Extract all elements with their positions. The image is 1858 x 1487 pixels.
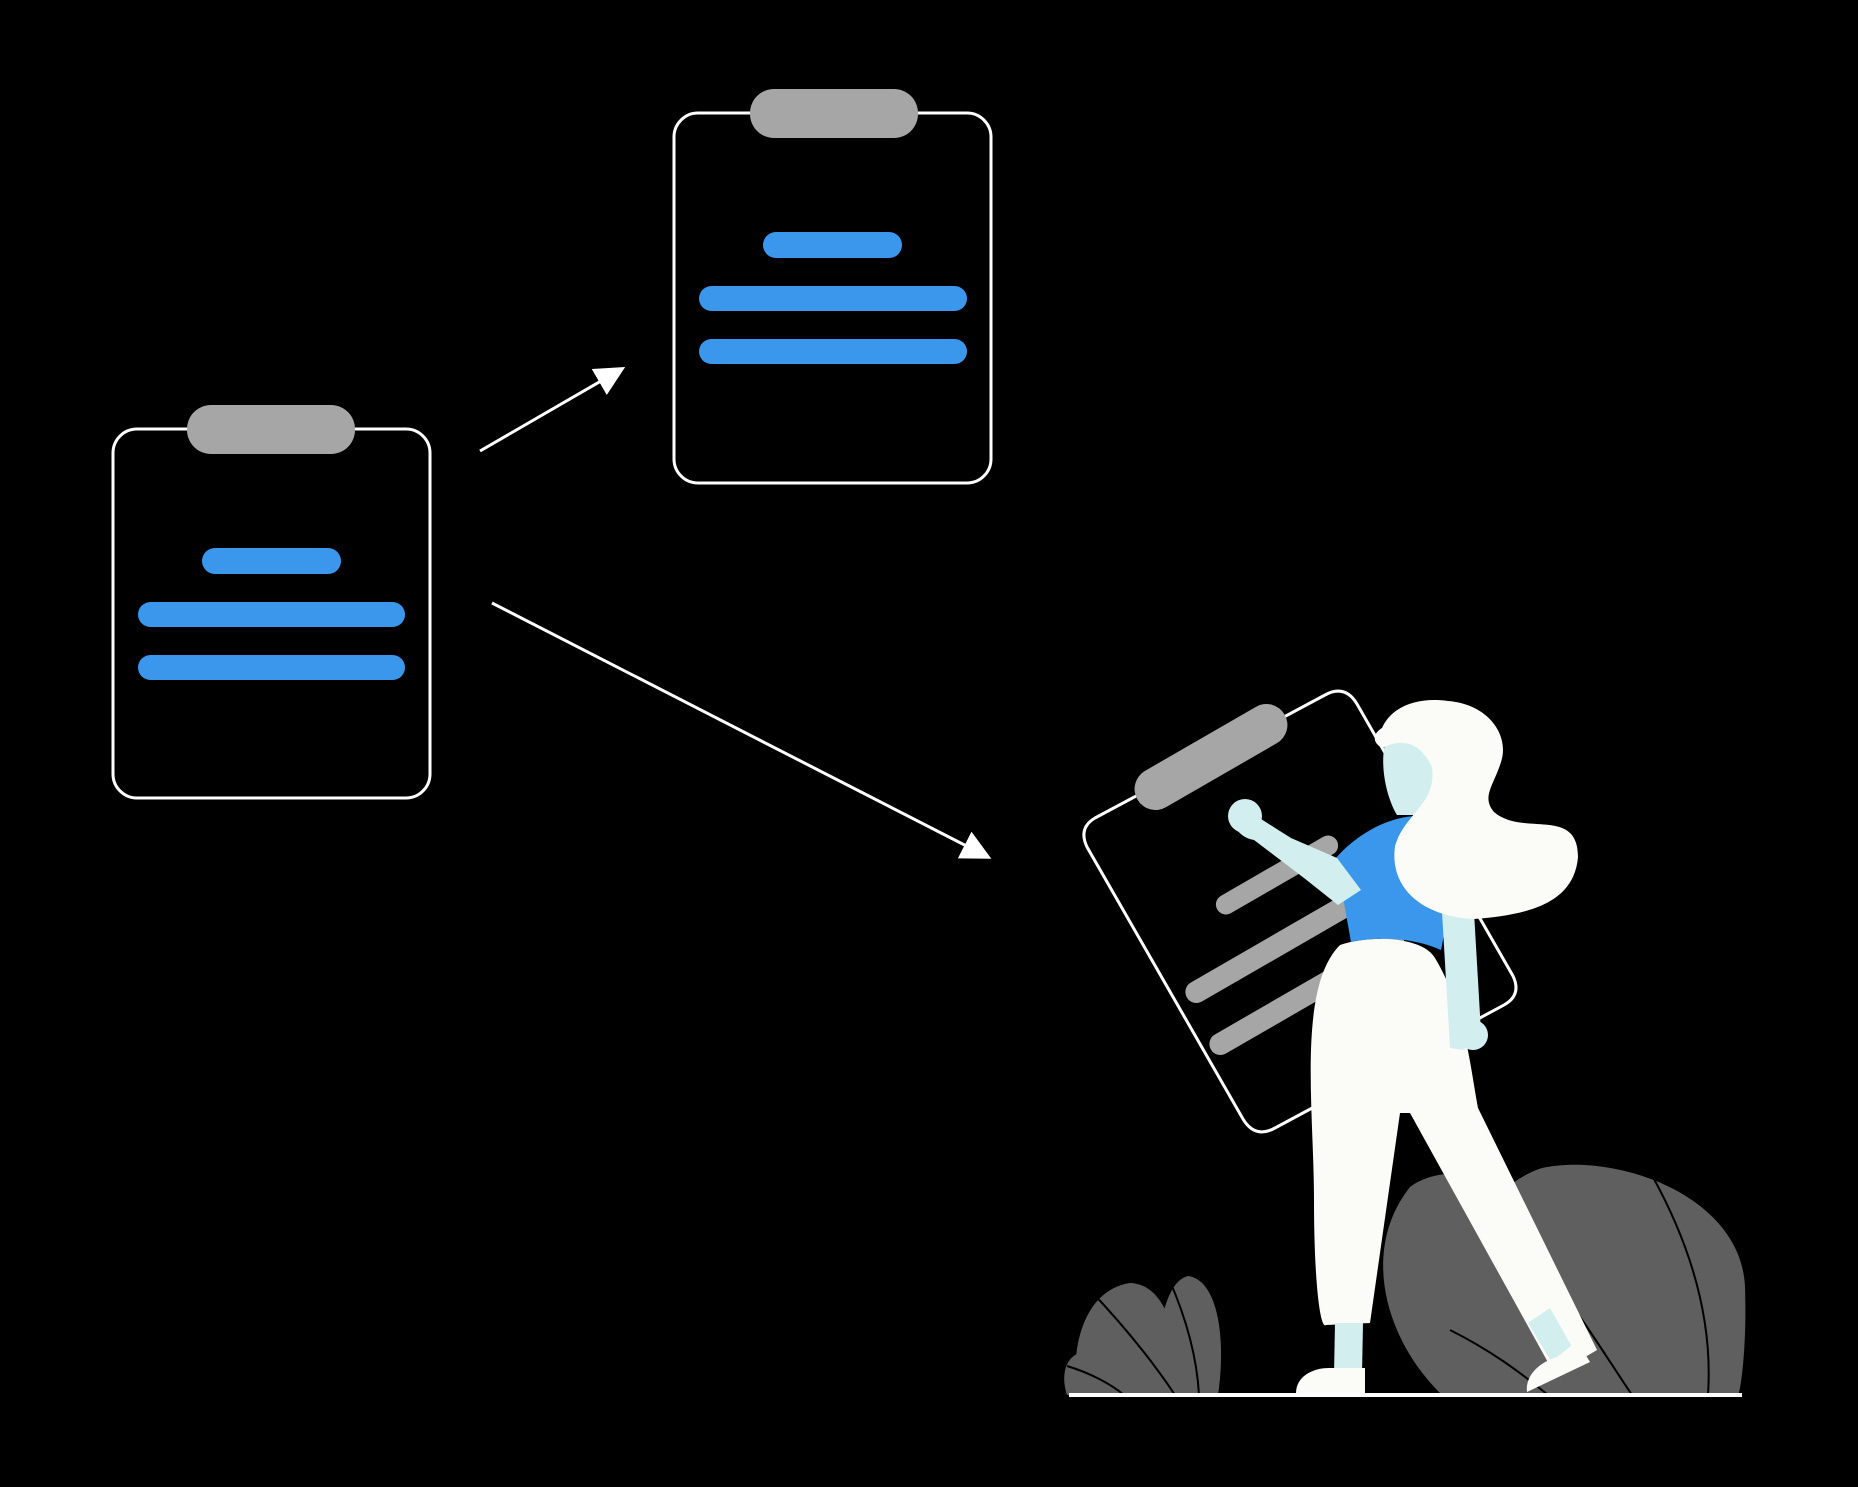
- source-clipboard-clip-icon: [187, 405, 355, 454]
- arrow-icon-up: [479, 366, 626, 453]
- person-lowered-hand: [1458, 1020, 1488, 1050]
- person-pants: [1310, 938, 1597, 1375]
- person-hair: [1374, 700, 1578, 919]
- source-clipboard: [111, 405, 432, 800]
- tilted-clipboard-clip-icon: [1134, 704, 1288, 810]
- person-left-shoe: [1296, 1368, 1365, 1393]
- plant-icon-left: [1064, 1276, 1222, 1396]
- arrow-icon-down: [491, 601, 992, 859]
- person-lowered-arm: [1442, 912, 1481, 1050]
- person-raised-arm: [1231, 807, 1361, 905]
- source-clipboard-line-2: [138, 602, 405, 627]
- tilted-clipboard-line-2: [1185, 881, 1381, 1003]
- copied-clipboard-line-3: [699, 339, 967, 364]
- copied-clipboard: [672, 89, 993, 485]
- person-left-ankle: [1334, 1323, 1363, 1374]
- copied-clipboard-clip-icon: [750, 89, 918, 138]
- copied-clipboard-line-2: [699, 286, 967, 311]
- source-clipboard-line-1: [202, 548, 341, 574]
- source-clipboard-line-3: [138, 655, 405, 680]
- person-icon: [1228, 700, 1597, 1393]
- person-raised-hand: [1228, 799, 1262, 833]
- copied-clipboard-line-1: [763, 232, 902, 258]
- person-right-shoe: [1526, 1341, 1590, 1392]
